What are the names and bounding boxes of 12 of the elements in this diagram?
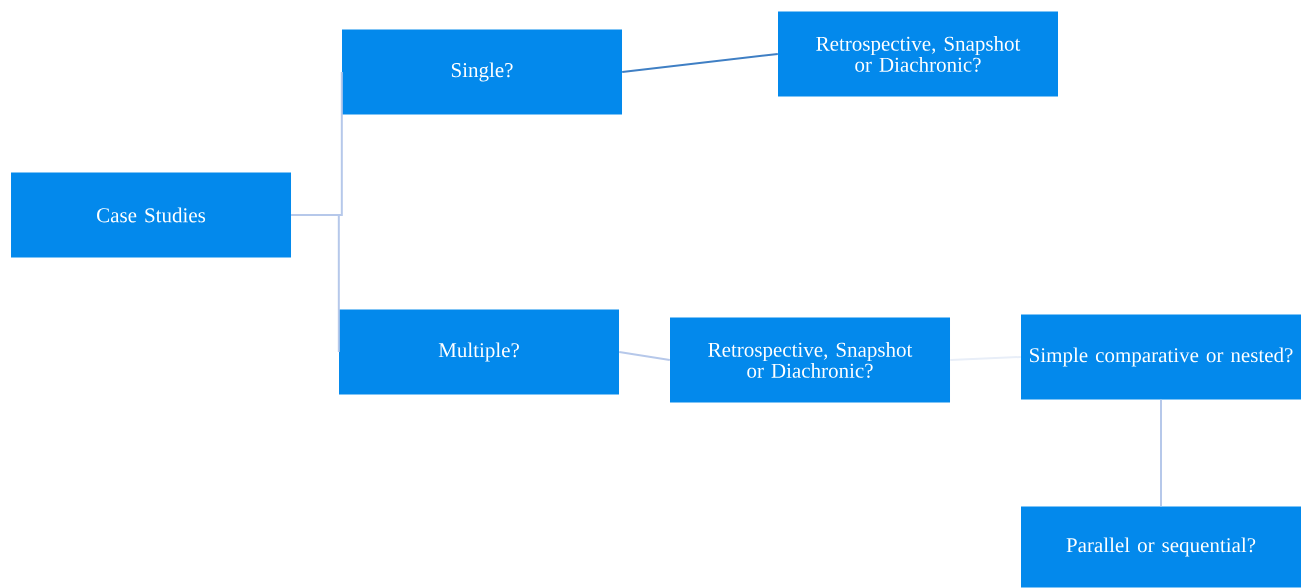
- connector-line: [621, 53, 779, 73]
- connector-line: [290, 214, 340, 353]
- process-box: Case Studies: [11, 172, 291, 258]
- process-box: Retrospective, Snapshot or Diachronic?: [670, 317, 950, 403]
- process-box: Parallel or sequential?: [1021, 506, 1301, 588]
- process-box: Single?: [342, 29, 622, 115]
- connector-line: [618, 351, 671, 361]
- process-box: Simple comparative or nested?: [1021, 314, 1301, 400]
- connector-line: [949, 356, 1022, 361]
- process-box: Multiple?: [339, 309, 619, 395]
- connector-line: [1160, 398, 1162, 508]
- process-box: Retrospective, Snapshot or Diachronic?: [778, 11, 1058, 97]
